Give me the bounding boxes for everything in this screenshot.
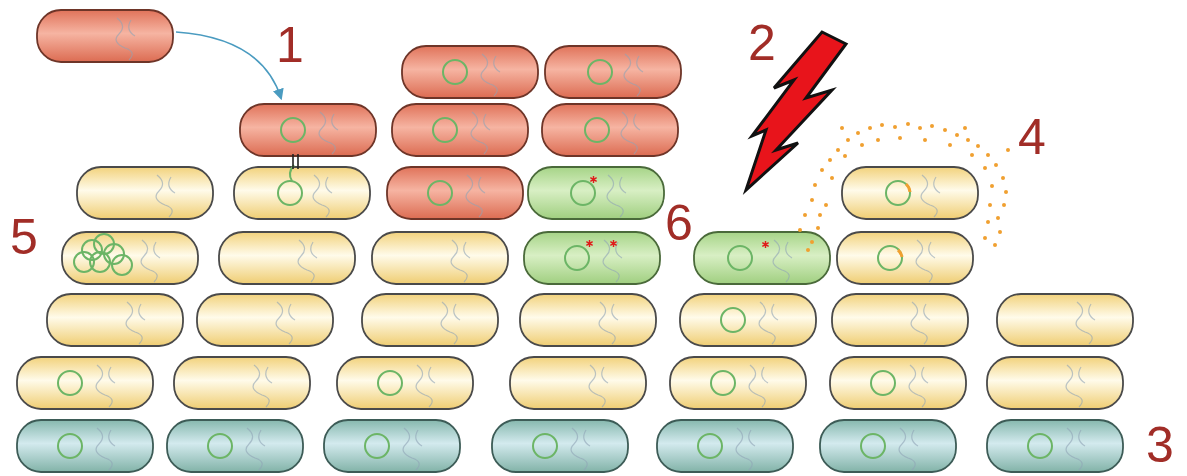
plasmid <box>698 434 722 458</box>
plasmid <box>281 118 305 142</box>
plasmid <box>588 60 612 84</box>
red-cells <box>37 10 681 219</box>
plasmid <box>861 434 885 458</box>
plasmid <box>565 246 589 270</box>
plasmid <box>878 246 902 270</box>
cell <box>510 357 646 409</box>
cell <box>842 167 978 219</box>
cell <box>694 232 830 284</box>
plasmid <box>1028 434 1052 458</box>
cell <box>37 10 173 62</box>
cell <box>240 104 376 156</box>
callout-number: 5 <box>10 212 38 262</box>
cell <box>830 357 966 409</box>
cell <box>392 104 528 156</box>
plasmids <box>58 60 1052 458</box>
yellow-cells <box>17 167 1133 409</box>
plasmid <box>443 60 467 84</box>
plasmid <box>58 371 82 395</box>
cell <box>372 232 508 284</box>
plasmid <box>711 371 735 395</box>
pilus-line <box>297 154 299 169</box>
cell <box>545 46 681 98</box>
green-cells <box>524 167 830 284</box>
cell <box>832 294 968 346</box>
cell <box>542 104 678 156</box>
cell <box>987 420 1123 472</box>
transfer-arrow <box>176 32 281 98</box>
cell <box>524 232 660 284</box>
cell <box>987 357 1123 409</box>
cell <box>997 294 1133 346</box>
callout-number: 4 <box>1018 112 1046 162</box>
plasmid <box>571 181 595 205</box>
base-cells <box>17 420 1123 472</box>
plasmid <box>886 181 910 205</box>
cell <box>520 294 656 346</box>
plasmid <box>58 434 82 458</box>
mutation-star <box>590 176 596 183</box>
mutation-marks <box>586 176 768 248</box>
plasmid <box>585 118 609 142</box>
callout-number: 1 <box>276 20 304 70</box>
cell <box>197 294 333 346</box>
cell <box>17 357 153 409</box>
plasmid <box>208 434 232 458</box>
cell <box>167 420 303 472</box>
pilus-line <box>292 154 294 169</box>
mutation-star <box>586 240 592 247</box>
mutation-star <box>762 241 768 248</box>
resistance-marks <box>898 184 910 257</box>
plasmid <box>871 371 895 395</box>
cell <box>77 167 213 219</box>
plasmid <box>721 308 745 332</box>
cell <box>62 232 198 284</box>
cell <box>657 420 793 472</box>
cell <box>362 294 498 346</box>
cell <box>528 167 664 219</box>
cell <box>402 46 538 98</box>
mutation-star <box>610 240 616 247</box>
cell <box>492 420 628 472</box>
cell <box>337 357 473 409</box>
antibiotic-cloud <box>798 122 1010 252</box>
callout-number: 2 <box>748 18 776 68</box>
cell <box>234 167 370 219</box>
cell <box>47 294 183 346</box>
plasmid <box>378 371 402 395</box>
pilus <box>293 154 298 169</box>
cell <box>174 357 310 409</box>
cell <box>219 232 355 284</box>
callout-number: 3 <box>1146 420 1174 470</box>
resistance-mark <box>898 250 902 257</box>
cell <box>837 232 973 284</box>
cell <box>17 420 153 472</box>
plasmid <box>365 434 389 458</box>
plasmid <box>278 181 302 205</box>
cell <box>324 420 460 472</box>
cell <box>670 357 806 409</box>
plasmid <box>112 255 132 275</box>
resistance-mark <box>906 184 910 192</box>
cell <box>387 167 523 219</box>
cell <box>680 294 816 346</box>
plasmid <box>728 246 752 270</box>
plasmid <box>74 252 94 272</box>
plasmid <box>428 181 452 205</box>
plasmid <box>433 118 457 142</box>
plasmid <box>533 434 557 458</box>
cell <box>820 420 956 472</box>
callout-number: 6 <box>664 198 694 248</box>
